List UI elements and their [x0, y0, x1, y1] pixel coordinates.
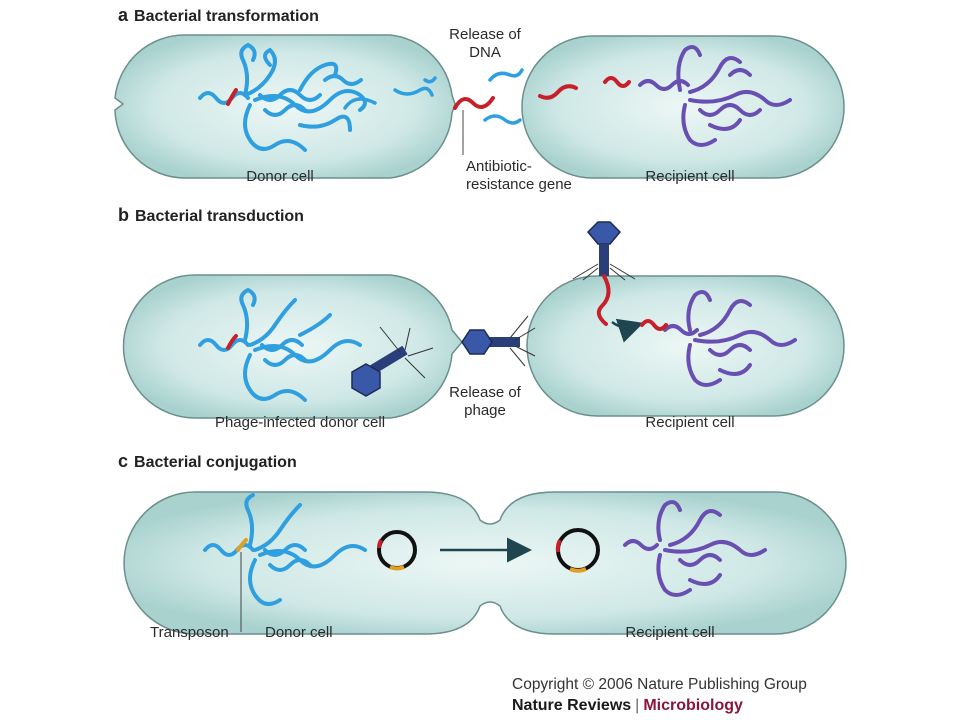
resistance-gene-a-donor: [226, 88, 238, 106]
donor-cell-b: [122, 274, 463, 419]
resistance-gene-fragment-released: [453, 96, 495, 110]
resistance-gene-b-donor: [226, 334, 238, 350]
recipient-chromosome-c: [623, 499, 767, 597]
resistance-gene-a-recipient: [603, 76, 631, 88]
panel-a-recipient-label: Recipient cell: [645, 168, 735, 185]
donor-chromosome-b: [198, 287, 362, 402]
injected-phage-dna: [596, 274, 611, 326]
panel-a-gene-label: Antibiotic- resistance gene: [466, 158, 572, 193]
phage-released: [461, 315, 536, 367]
panel-a-letter: a: [118, 5, 129, 25]
panel-b-release-label: Release of phage: [449, 384, 521, 419]
panel-a-donor-label: Donor cell: [246, 168, 314, 185]
journal-name: Nature Reviews: [512, 697, 632, 714]
plasmid-recipient: [555, 528, 600, 573]
released-dna-fragments: [343, 68, 524, 125]
phage-in-donor: [351, 326, 434, 397]
transposon-mark: [236, 538, 248, 552]
conjugating-cells-c: [123, 491, 847, 635]
plasmid-donor: [377, 530, 417, 571]
panel-b-letter: b: [118, 205, 129, 225]
journal-section: Microbiology: [643, 697, 743, 714]
journal-separator: |: [635, 697, 640, 714]
recipient-cell-b: [526, 275, 845, 417]
recipient-chromosome-b: [663, 289, 797, 387]
copyright-notice: Copyright © 2006 Nature Publishing Group: [512, 676, 807, 693]
resistance-gene-fragment-entering: [538, 84, 578, 100]
panel-b-donor-label: Phage-infected donor cell: [214, 414, 386, 431]
panel-c-donor-label: Donor cell: [265, 624, 333, 641]
resistance-gene-b-recipient: [640, 319, 668, 331]
journal-credit: Nature Reviews|Microbiology: [512, 697, 743, 715]
panel-c-letter: c: [118, 451, 129, 471]
recipient-chromosome-a: [638, 44, 792, 147]
donor-chromosome-c: [203, 493, 367, 606]
phage-attached-recipient: [572, 221, 636, 281]
panel-c-recipient-label: Recipient cell: [625, 624, 715, 641]
panel-c-transposon-label: Transposon: [150, 624, 229, 641]
donor-chromosome-a: [198, 42, 367, 152]
transduction-arrow: [611, 318, 644, 343]
panel-b-recipient-label: Recipient cell: [645, 414, 735, 431]
panel-a-release-label: Release of DNA: [449, 26, 521, 61]
donor-cell-a: [114, 34, 456, 179]
